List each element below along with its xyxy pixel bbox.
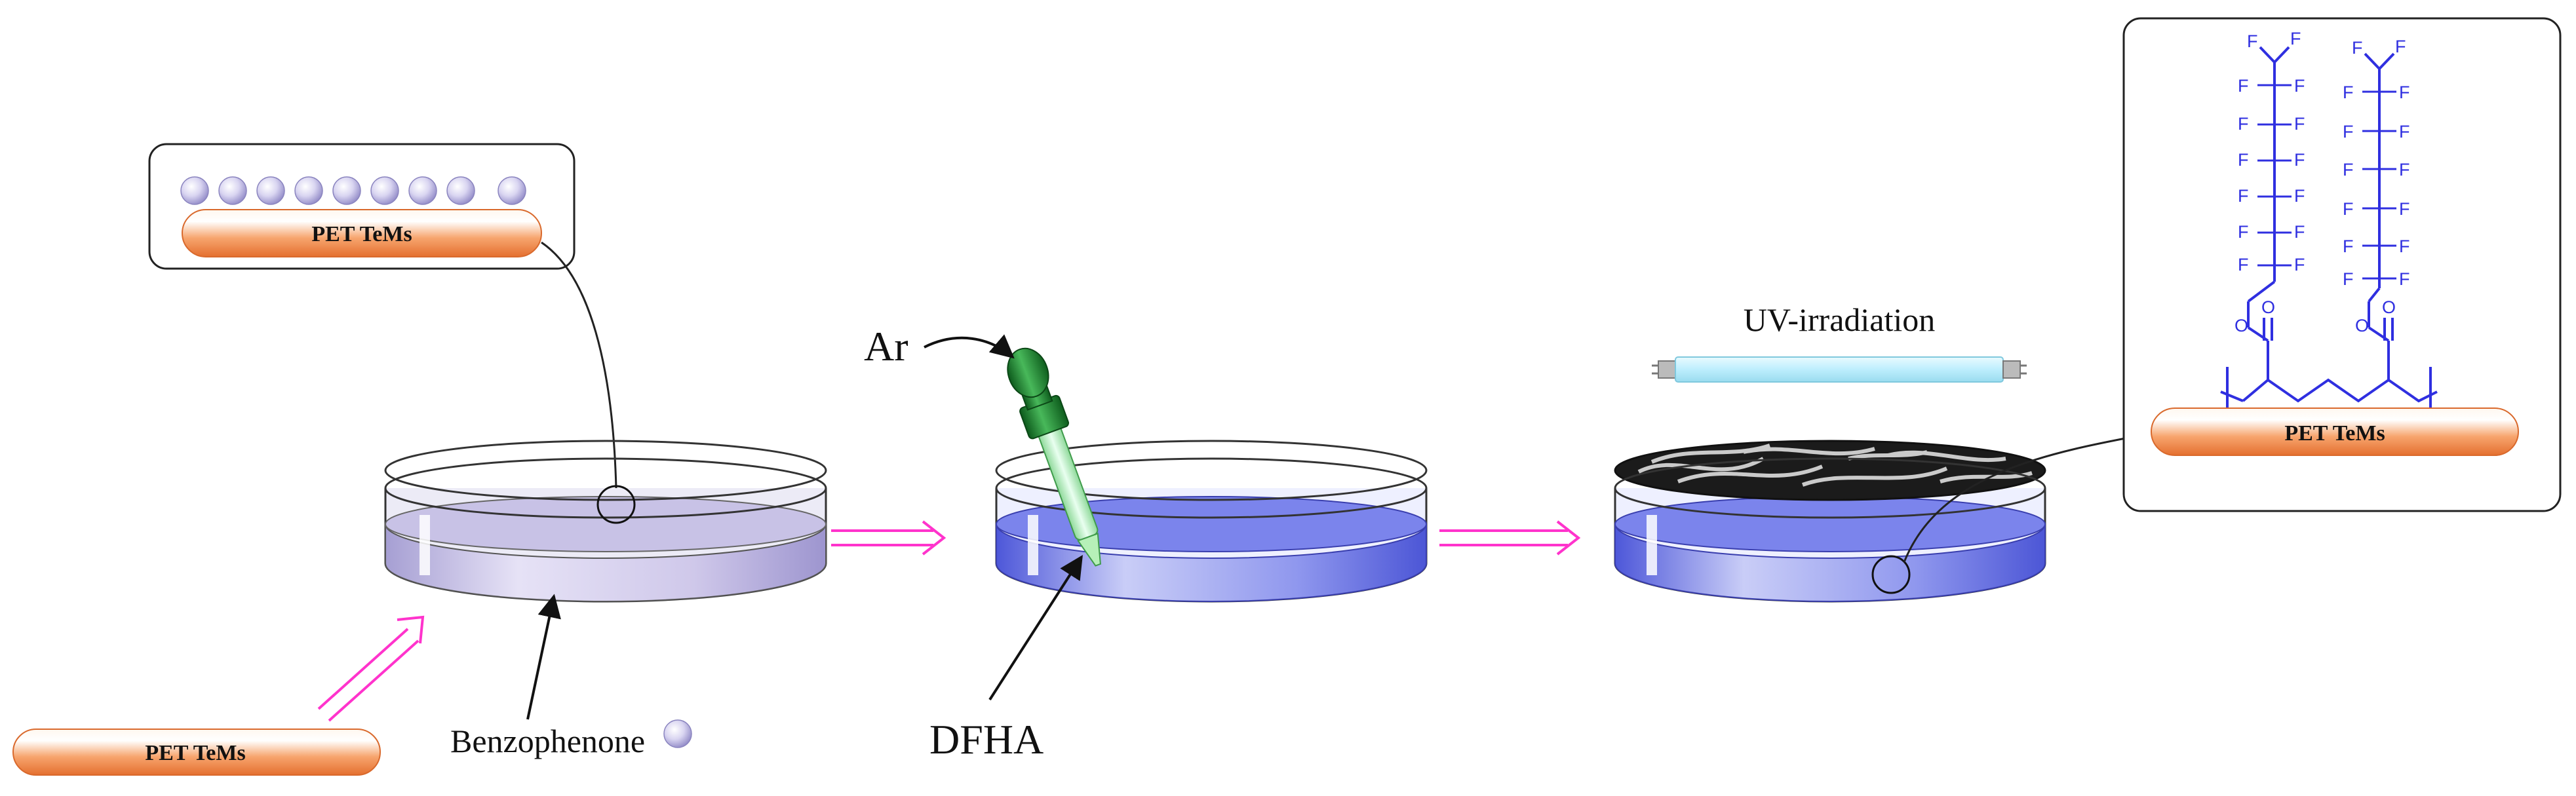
side-chain-2-fluorines: F F F F F F F F F F F F F F: [2343, 37, 2410, 289]
benzophenone-pointer-arrow: [526, 594, 561, 720]
inset-grafted-structure: n O O F F F F F F: [2122, 17, 2562, 512]
argon-flow-arrow: [924, 334, 1015, 359]
petri-dish-dfha: [995, 440, 1428, 603]
svg-text:O: O: [2355, 316, 2369, 335]
svg-text:F: F: [2399, 237, 2410, 256]
petri-dish-uv-grafted: [1614, 440, 2046, 603]
svg-text:F: F: [2247, 31, 2258, 51]
pet-membrane-label: PET TeMs: [311, 222, 412, 246]
svg-text:F: F: [2343, 269, 2354, 289]
flow-arrow-step-2: [1439, 520, 1581, 556]
svg-text:F: F: [2399, 199, 2410, 219]
dfha-pointer-arrow: [988, 554, 1083, 701]
magnify-connector-2: [1903, 431, 2157, 563]
svg-text:F: F: [2343, 122, 2354, 142]
svg-text:F: F: [2294, 150, 2305, 170]
dropper-icon: [1007, 347, 1101, 567]
svg-text:F: F: [2343, 160, 2354, 180]
svg-text:F: F: [2395, 37, 2406, 56]
svg-text:F: F: [2399, 160, 2410, 180]
uv-irradiation-label: UV-irradiation: [1744, 301, 1936, 338]
petri-dish-benzophenone: [384, 440, 827, 603]
svg-text:F: F: [2399, 122, 2410, 142]
svg-text:F: F: [2294, 255, 2305, 275]
dfha-label: DFHA: [929, 716, 1044, 763]
flow-arrow-step-1: [831, 520, 946, 556]
svg-text:PET TeMs: PET TeMs: [145, 741, 245, 765]
svg-text:F: F: [2238, 150, 2249, 170]
svg-text:F: F: [2399, 269, 2410, 289]
fluorinated-side-chain-2: [2364, 52, 2395, 380]
benzophenone-particles: [180, 176, 526, 205]
flow-arrow-into-dish-1: [317, 615, 425, 722]
pet-membrane-grafted-label: PET TeMs: [2284, 421, 2385, 445]
side-chain-1-cf2-ticks: [2257, 84, 2292, 267]
svg-text:F: F: [2294, 76, 2305, 96]
magnify-circle-3: [1871, 555, 1911, 594]
svg-text:F: F: [2238, 255, 2249, 275]
inset-benzophenone-coated-membrane: PET TeMs: [148, 143, 576, 270]
svg-text:F: F: [2352, 38, 2363, 58]
svg-text:F: F: [2343, 237, 2354, 256]
svg-text:F: F: [2399, 83, 2410, 102]
pet-membrane-grafted-bar: [2151, 407, 2519, 456]
side-chain-2-cf2-ticks: [2362, 90, 2396, 280]
svg-text:F: F: [2343, 199, 2354, 219]
svg-text:F: F: [2238, 114, 2249, 134]
svg-text:O: O: [2382, 297, 2396, 317]
side-chain-1-fluorines: F F F F F F F F F F F F F F: [2238, 29, 2305, 275]
svg-text:O: O: [2261, 297, 2275, 317]
pet-membrane-start: PET TeMs: [12, 729, 381, 776]
benzophenone-label: Benzophenone: [450, 723, 645, 759]
svg-text:F: F: [2238, 186, 2249, 206]
svg-text:F: F: [2290, 29, 2301, 48]
argon-label: Ar: [864, 323, 908, 370]
svg-text:F: F: [2294, 222, 2305, 242]
svg-text:F: F: [2294, 114, 2305, 134]
uv-lamp-icon: [1652, 356, 2027, 383]
magnify-connector-1: [541, 241, 617, 489]
svg-text:F: F: [2294, 186, 2305, 206]
svg-text:O: O: [2234, 316, 2248, 335]
benzophenone-legend-particle: [663, 719, 692, 748]
magnify-circle-1: [596, 485, 636, 524]
svg-text:F: F: [2343, 83, 2354, 102]
fluorinated-side-chain-1: [2247, 46, 2290, 380]
svg-text:F: F: [2238, 222, 2249, 242]
pet-membrane-bar: [182, 209, 542, 257]
svg-text:F: F: [2238, 76, 2249, 96]
